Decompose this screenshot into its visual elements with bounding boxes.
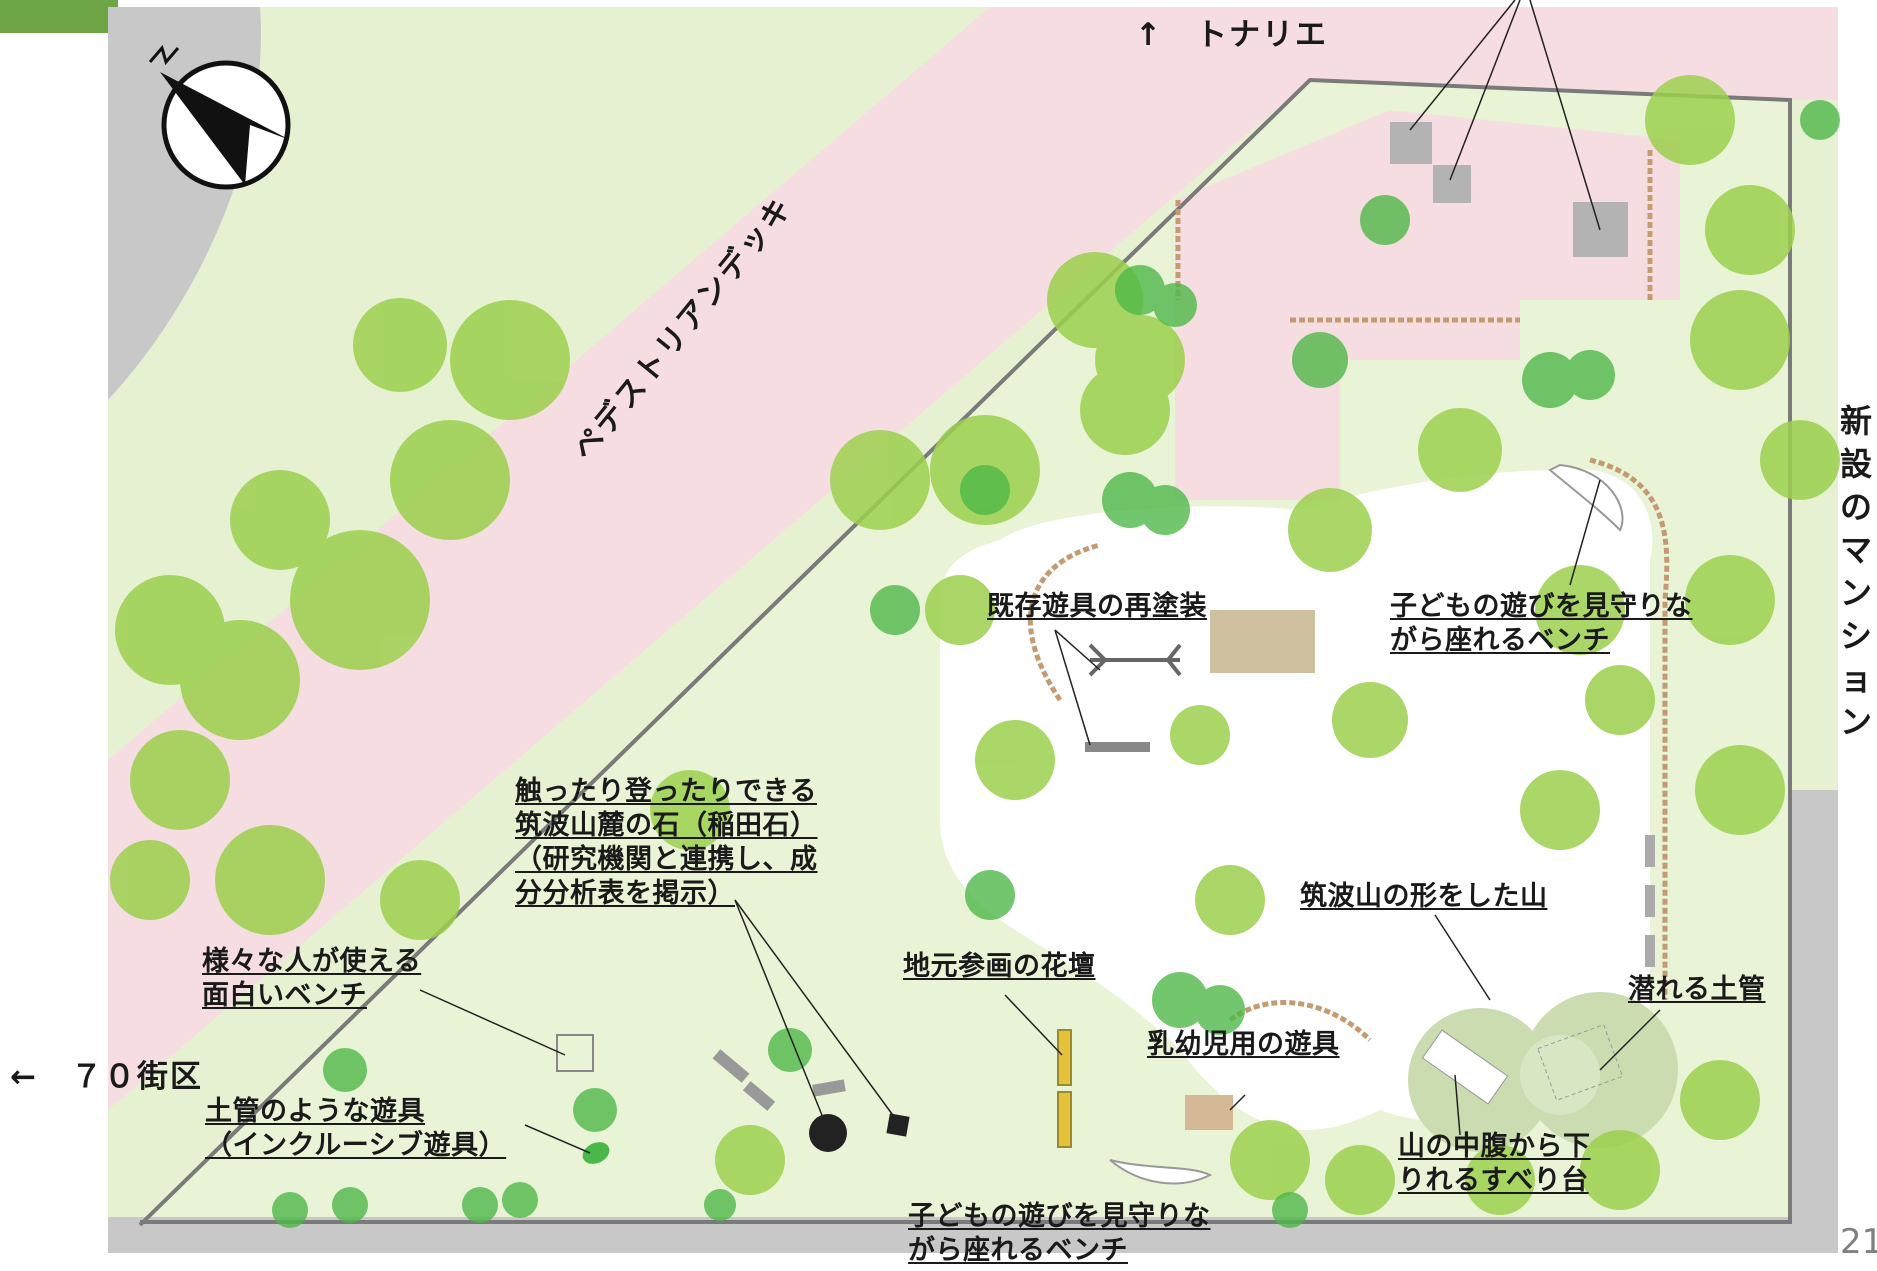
stone-round	[809, 1114, 847, 1152]
pedestrian-deck	[108, 7, 1310, 1110]
east-char: ン	[1839, 574, 1872, 612]
repaint-bench	[1085, 742, 1150, 752]
bench-stone-2	[742, 1081, 776, 1111]
fences	[1027, 150, 1670, 1042]
road-right	[1790, 790, 1838, 1218]
stone-square	[886, 1113, 910, 1137]
pipe-play-equipment	[582, 1142, 610, 1164]
bench-bottom-label: 子どもの遊びを見守りな がら座れるベンチ	[908, 1201, 1211, 1266]
bench-top-label: 子どもの遊びを見守りな がら座れるベンチ	[1390, 591, 1693, 656]
bench-side-1	[1645, 835, 1655, 867]
flowerbed-label: 地元参画の花壇	[903, 951, 1096, 982]
fun-bench-label: 様々な人が使える 面白いベンチ	[202, 946, 422, 1011]
trees-light	[110, 75, 1840, 1215]
bench-bottom	[1109, 1159, 1213, 1185]
courtyard-pink	[1175, 110, 1680, 500]
tunnel-label: 潜れる土管	[1628, 974, 1766, 1005]
existing-block-2	[1433, 165, 1471, 203]
bench-side-3	[1645, 935, 1655, 967]
mountain-inner	[1520, 1035, 1600, 1115]
mountain-label: 筑波山の形をした山	[1300, 881, 1548, 912]
bench-top	[1548, 463, 1624, 532]
fun-bench	[556, 1034, 594, 1072]
bench-stone-1	[712, 1049, 750, 1083]
east-char: シ	[1839, 617, 1872, 655]
east-char: ン	[1839, 703, 1872, 741]
trees-dark	[272, 100, 1840, 1228]
plaza-area	[940, 468, 1653, 1130]
west-direction-label: ← ７０街区	[10, 1059, 203, 1095]
repaint-equipment	[1088, 643, 1182, 677]
pipe-play-label: 土管のような遊具 （インクルーシブ遊具）	[205, 1096, 507, 1161]
tunnel-pipe	[1537, 1024, 1624, 1101]
east-char: 設	[1839, 445, 1872, 483]
bench-stone-3	[812, 1079, 846, 1097]
pink-strip-right	[1300, 7, 1838, 100]
east-char: ョ	[1839, 660, 1872, 698]
leader-lines	[419, 0, 1661, 1154]
east-char: 新	[1839, 402, 1872, 440]
flowerbed-1	[1057, 1029, 1072, 1086]
infant-play-label: 乳幼児用の遊具	[1147, 1029, 1340, 1060]
north-direction-label: ↑ トナリエ	[1135, 17, 1328, 53]
stone-label: 触ったり登ったりできる 筑波山麓の石（稲田石） （研究機関と連携し、成 分分析表…	[515, 776, 818, 909]
bench-side-2	[1645, 885, 1655, 917]
page-number: 21	[1840, 1222, 1877, 1262]
north-arrow-icon	[148, 44, 291, 190]
repaint-label: 既存遊具の再塗装	[987, 591, 1207, 622]
slide-label: 山の中腹から下 りれるすべり台	[1398, 1131, 1591, 1196]
east-char: の	[1839, 488, 1872, 526]
sand-area	[1210, 610, 1315, 673]
flowerbed-2	[1057, 1091, 1072, 1148]
east-char: マ	[1839, 531, 1872, 569]
infant-equipment	[1185, 1095, 1233, 1130]
corner-tab	[0, 0, 118, 33]
east-direction-label: 新 設 の マ ン シ ョ ン	[1838, 400, 1874, 744]
